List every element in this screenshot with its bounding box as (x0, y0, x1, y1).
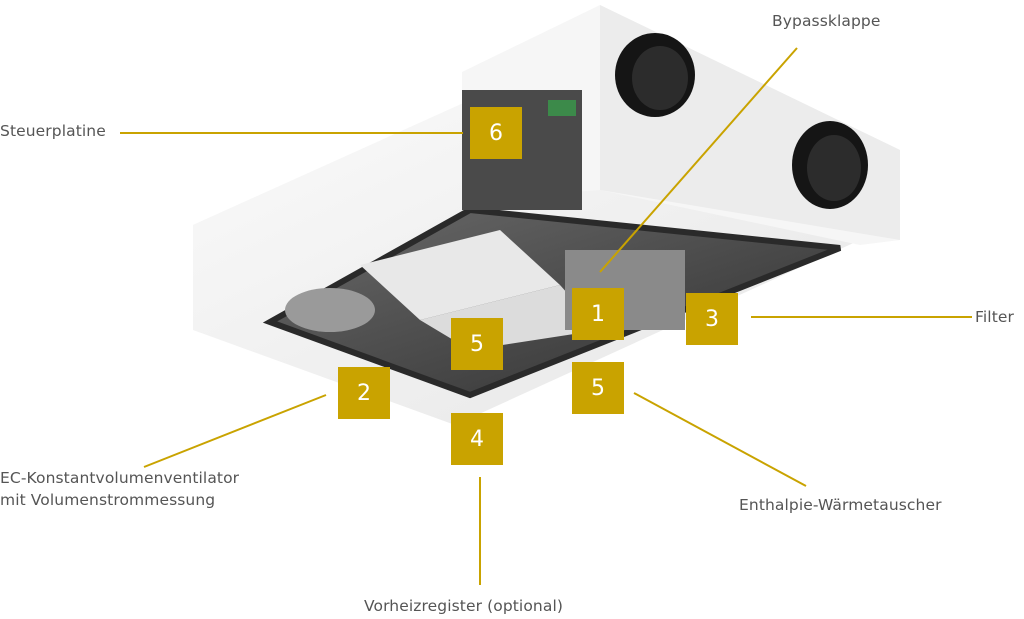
marker-1[interactable]: 1 (572, 288, 624, 340)
marker-4[interactable]: 4 (451, 413, 503, 465)
marker-4-number: 4 (470, 426, 484, 452)
marker-5-inner[interactable]: 5 (451, 318, 503, 370)
duct-port-2-inner (807, 135, 861, 201)
leader-waermetauscher (633, 392, 807, 487)
marker-6-number: 6 (489, 120, 503, 146)
label-ventilator-line1: EC-Konstantvolumenventilator (0, 469, 240, 487)
marker-3-number: 3 (705, 306, 719, 332)
marker-2[interactable]: 2 (338, 367, 390, 419)
label-ventilator-line2: mit Volumenstrommessung (0, 491, 216, 509)
label-vorheizregister: Vorheizregister (optional) (364, 597, 563, 615)
marker-5-outer[interactable]: 5 (572, 362, 624, 414)
marker-1-number: 1 (591, 301, 605, 327)
label-bypassklappe: Bypassklappe (772, 12, 881, 30)
marker-3[interactable]: 3 (686, 293, 738, 345)
circuit-board (548, 100, 576, 116)
leader-ventilator (143, 394, 327, 468)
label-filter: Filter (975, 308, 1014, 326)
marker-5-outer-number: 5 (591, 375, 605, 401)
interior-frame (262, 206, 842, 399)
label-waermetauscher: Enthalpie-Wärmetauscher (739, 496, 942, 514)
marker-2-number: 2 (357, 380, 371, 406)
duct-port-1-inner (632, 46, 688, 110)
duct-connections (615, 33, 868, 209)
leader-lines (120, 47, 972, 585)
marker-6[interactable]: 6 (470, 107, 522, 159)
leader-bypassklappe (599, 47, 798, 273)
fan-housing (285, 288, 375, 332)
label-steuerplatine: Steuerplatine (0, 122, 106, 140)
marker-5-inner-number: 5 (470, 331, 484, 357)
